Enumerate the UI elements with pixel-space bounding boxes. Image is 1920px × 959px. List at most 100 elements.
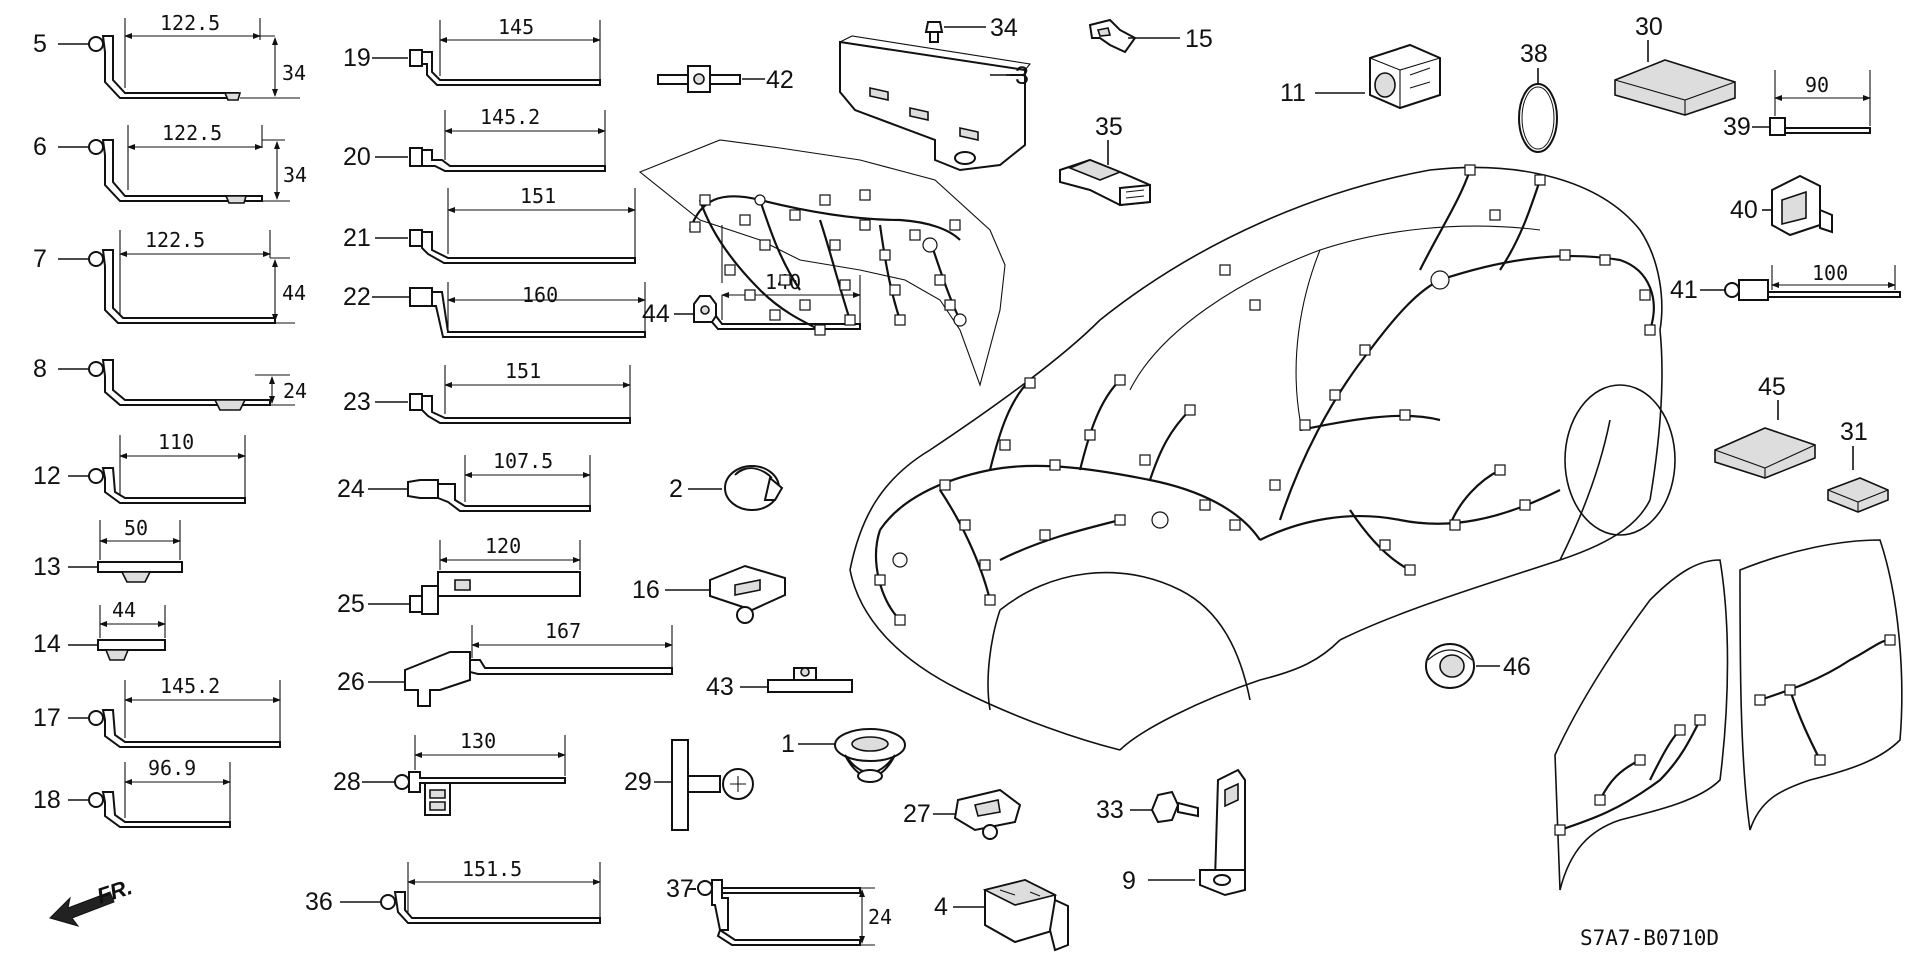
part-3-bracket: 3: [839, 35, 1032, 172]
dim-17-length: 145.2: [160, 674, 220, 698]
callout-18: 18: [33, 786, 61, 814]
callout-16: 16: [632, 576, 660, 604]
part-21-harness-clip: 21 151: [343, 184, 636, 264]
dim-25-length: 120: [485, 534, 521, 558]
callout-42: 42: [766, 66, 794, 94]
part-33-bolt: 33: [1096, 790, 1199, 824]
dim-5-length: 122.5: [160, 11, 220, 35]
callout-12: 12: [33, 462, 61, 490]
callout-31: 31: [1840, 418, 1868, 446]
callout-14: 14: [33, 630, 61, 658]
part-8-harness-band-clip: 8 24: [33, 355, 307, 411]
dim-6-length: 122.5: [162, 121, 222, 145]
part-19-harness-clip: 19 145: [343, 15, 601, 86]
part-45-pad: 45: [1714, 373, 1816, 479]
part-43-connector-bracket: 43: [706, 667, 853, 701]
dashboard-harness-assembly: [638, 139, 1006, 387]
part-7-harness-band-clip: 7 122.5 44: [33, 228, 306, 324]
part-13-clip: 13 50: [33, 516, 183, 583]
dim-23-length: 151: [505, 359, 541, 383]
callout-5: 5: [33, 30, 47, 58]
callout-29: 29: [624, 768, 652, 796]
callout-41: 41: [1670, 276, 1698, 304]
part-2-grommet-plug: 2: [669, 465, 784, 511]
dim-26-length: 167: [545, 619, 581, 643]
callout-45: 45: [1758, 373, 1786, 401]
callout-19: 19: [343, 44, 371, 72]
dim-24-length: 107.5: [493, 449, 553, 473]
callout-13: 13: [33, 553, 61, 581]
part-17-harness-band-clip: 17 145.2: [33, 674, 281, 748]
dim-13-length: 50: [124, 516, 148, 540]
callout-11: 11: [1280, 79, 1306, 107]
part-5-harness-band-clip: 5 122.5 34: [33, 11, 306, 101]
callout-44: 44: [642, 300, 670, 328]
dim-39-length: 90: [1805, 73, 1829, 97]
dim-7-length: 122.5: [145, 228, 205, 252]
callout-2: 2: [669, 475, 683, 503]
vehicle-body-outline: [849, 166, 1676, 751]
part-30-pad: 30: [1614, 13, 1736, 116]
dim-12-length: 110: [158, 430, 194, 454]
callout-43: 43: [706, 673, 734, 701]
dim-7-height: 44: [282, 281, 306, 305]
part-42-connector-clip: 42: [657, 65, 794, 94]
part-29-t-clip: 29: [624, 739, 754, 831]
part-15-clip: 15: [1088, 18, 1213, 54]
callout-24: 24: [337, 475, 365, 503]
dim-14-length: 44: [112, 598, 136, 622]
callout-1: 1: [781, 730, 795, 758]
part-34-bolt: 34: [924, 14, 1018, 43]
callout-23: 23: [343, 388, 371, 416]
callout-40: 40: [1730, 196, 1758, 224]
part-28-harness-clip: 28 130: [333, 729, 566, 816]
callout-36: 36: [305, 888, 333, 916]
callout-15: 15: [1185, 25, 1213, 53]
callout-30: 30: [1635, 13, 1663, 41]
dim-19-length: 145: [498, 15, 534, 39]
dim-18-length: 96.9: [148, 756, 196, 780]
callout-3: 3: [1015, 62, 1029, 90]
dim-37-height: 24: [868, 905, 892, 929]
dim-22-length: 160: [522, 283, 558, 307]
dim-36-length: 151.5: [462, 857, 522, 881]
callout-21: 21: [343, 224, 371, 252]
part-1-grommet: 1: [781, 728, 906, 783]
part-20-harness-clip: 20 145.2: [343, 105, 606, 172]
callout-33: 33: [1096, 796, 1124, 824]
callout-28: 28: [333, 768, 361, 796]
callout-8: 8: [33, 355, 47, 383]
dim-8-height: 24: [283, 379, 307, 403]
part-41-harness-clip: 41 100: [1670, 261, 1901, 304]
dim-5-height: 34: [282, 61, 306, 85]
part-11-rubber-boot: 11: [1280, 43, 1441, 110]
callout-7: 7: [33, 245, 47, 273]
part-24-harness-clip: 24 107.5: [337, 449, 591, 512]
part-39-harness-clip: 39 90: [1723, 70, 1871, 141]
part-9-bracket: 9: [1122, 768, 1246, 897]
callout-34: 34: [990, 14, 1018, 42]
dim-20-length: 145.2: [480, 105, 540, 129]
callout-25: 25: [337, 590, 365, 618]
callout-20: 20: [343, 143, 371, 171]
callout-38: 38: [1520, 40, 1548, 68]
part-23-harness-clip: 23 151: [343, 359, 631, 424]
part-16-bracket-clip: 16: [632, 564, 786, 624]
callout-39: 39: [1723, 113, 1751, 141]
part-26-harness-clip: 26 167: [337, 619, 673, 707]
part-35-connector: 35: [1059, 113, 1151, 207]
part-6-harness-band-clip: 6 122.5 34: [33, 121, 307, 204]
callout-46: 46: [1503, 653, 1531, 681]
part-25-harness-clip: 25 120: [337, 534, 581, 618]
diagram-code: S7A7-B0710D: [1580, 926, 1719, 950]
part-36-harness-band-clip: 36 151.5: [305, 857, 601, 924]
part-12-harness-band-clip: 12 110: [33, 430, 246, 504]
part-4-relay-box: 4: [934, 878, 1069, 952]
front-direction-arrow: FR.: [49, 874, 135, 927]
callout-9: 9: [1122, 867, 1136, 895]
callout-4: 4: [934, 893, 948, 921]
callout-27: 27: [903, 800, 931, 828]
part-22-harness-clip: 22 160: [343, 282, 646, 338]
front-label: FR.: [94, 874, 135, 909]
